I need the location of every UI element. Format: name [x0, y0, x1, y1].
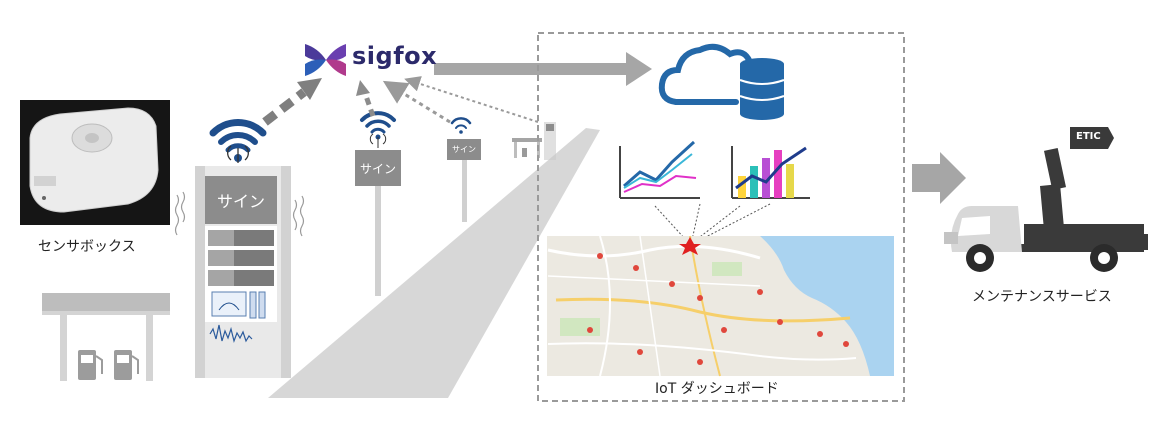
sign-medium [355, 150, 401, 296]
sign-label-medium: サイン [359, 162, 396, 176]
vibration-icon [174, 191, 305, 237]
sensor-box-photo [20, 100, 170, 225]
uplink-arrow-distant [404, 76, 539, 123]
map-image [547, 235, 894, 377]
arrow-to-maintenance [912, 152, 966, 204]
line-chart-icon [619, 140, 700, 199]
wifi-icon-large [209, 119, 267, 162]
chart-callout-lines [654, 203, 771, 241]
antenna-icon-large [227, 145, 249, 163]
gas-station-icon [42, 293, 170, 381]
antenna-icon-medium [369, 133, 387, 148]
truck-badge-text: ETIC [1076, 131, 1101, 142]
sign-label-small: サイン [452, 145, 476, 154]
maintenance-label: メンテナンスサービス [972, 289, 1112, 305]
sensor-box-label: センサボックス [38, 239, 136, 255]
dashboard-frame [537, 32, 905, 402]
sigfox-logo-icon [305, 44, 346, 76]
bar-chart-icon [731, 146, 810, 199]
arrow-to-cloud [434, 52, 652, 86]
sigfox-logo-text: sigfox [352, 42, 438, 70]
wifi-icon-small [450, 117, 472, 134]
uplink-arrow-medium [356, 80, 376, 117]
sign-small [447, 139, 481, 222]
maintenance-truck-icon [944, 127, 1148, 272]
wifi-icon-medium [360, 111, 396, 140]
sign-label-large: サイン [216, 192, 265, 211]
sign-tower-large [195, 166, 291, 378]
road-beam [268, 128, 600, 398]
distant-station-icon [512, 122, 556, 160]
cloud-database-icon [658, 43, 785, 120]
uplink-arrow-large [262, 78, 322, 126]
dashboard-label: IoT ダッシュボード [655, 381, 779, 397]
